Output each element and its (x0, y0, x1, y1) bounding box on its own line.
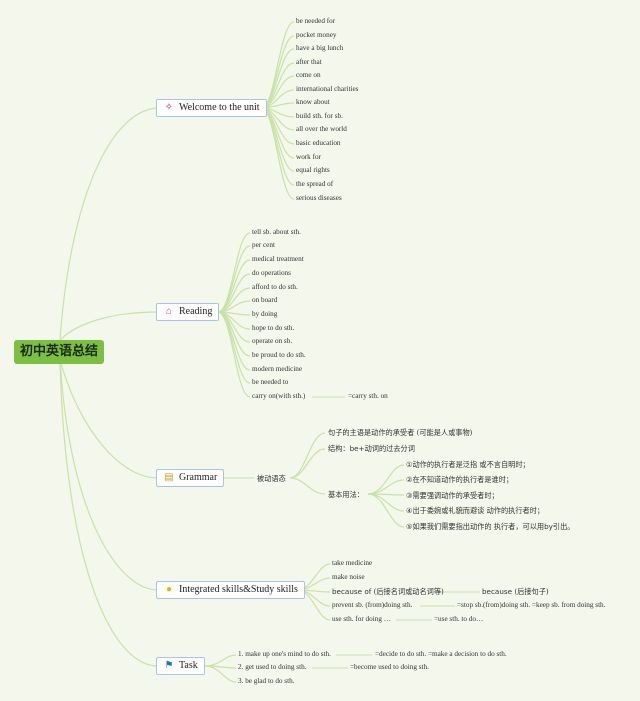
welcome-item: have a big lunch (296, 44, 344, 52)
welcome-item: work for (296, 153, 321, 161)
integrated-item: prevent sb. (from)doing sth. (332, 601, 413, 609)
integrated-item: use sth. for doing … (332, 615, 391, 623)
reading-item: operate on sb. (252, 337, 293, 345)
branch-reading-label: Reading (179, 306, 213, 317)
welcome-item: equal rights (296, 166, 330, 174)
branch-welcome[interactable]: ✧ Welcome to the unit (156, 99, 267, 117)
reading-item: hope to do sth. (252, 324, 295, 332)
lightbulb-icon: ● (165, 584, 173, 595)
reading-item: on board (252, 296, 278, 304)
integrated-use-note: =use sth. to do… (434, 615, 484, 623)
branch-task[interactable]: ⚑ Task (156, 657, 205, 675)
reading-item: do operations (252, 269, 291, 277)
branch-integrated[interactable]: ● Integrated skills&Study skills (156, 581, 305, 599)
flag-icon: ⚑ (164, 660, 174, 671)
grammar-usage-item: ④出于委婉或礼貌而避谈 动作的执行者时； (406, 506, 545, 515)
branch-welcome-label: Welcome to the unit (179, 102, 260, 113)
integrated-item: because of (后接名词或动名词等) (332, 587, 444, 596)
welcome-item: pocket money (296, 31, 337, 39)
grammar-usage-item: ②在不知道动作的执行者是谁时； (406, 475, 514, 484)
welcome-item: build sth. for sb. (296, 112, 343, 120)
reading-item: medical treatment (252, 255, 304, 263)
welcome-item: know about (296, 98, 330, 106)
reading-item: per cent (252, 241, 275, 249)
scroll-icon: ▤ (164, 472, 174, 483)
welcome-item: come on (296, 71, 321, 79)
reading-item: carry on(with sth.) (252, 392, 306, 400)
welcome-item: serious diseases (296, 194, 342, 202)
task-used-note: =become used to doing sth. (350, 663, 429, 671)
welcome-item: basic education (296, 139, 341, 147)
grammar-item: 结构：be+动词的过去分词 (328, 444, 415, 453)
grammar-usage-item: ⑤如果我们需要指出动作的 执行者，可以用by引出。 (406, 522, 575, 531)
reading-item: tell sb. about sth. (252, 228, 301, 236)
branch-task-label: Task (179, 660, 198, 671)
welcome-item: international charities (296, 85, 359, 93)
welcome-item: after that (296, 58, 322, 66)
house-icon: ⌂ (165, 306, 172, 317)
reading-item: be proud to do sth. (252, 351, 306, 359)
welcome-item: be needed for (296, 17, 336, 25)
grammar-usage-item: ③需要强调动作的承受者时； (406, 491, 499, 500)
task-item: 1. make up one's mind to do sth. (238, 650, 331, 658)
integrated-item: make noise (332, 573, 365, 581)
magic-wand-icon: ✧ (164, 102, 174, 113)
task-item: 2. get used to doing sth. (238, 663, 307, 671)
reading-item: afford to do sth. (252, 283, 298, 291)
reading-item: be needed to (252, 378, 289, 386)
welcome-item: the spread of (296, 180, 334, 188)
welcome-item: all over the world (296, 125, 347, 133)
integrated-item: take medicine (332, 559, 373, 567)
reading-item: modern medicine (252, 365, 303, 373)
integrated-because-note: because (后接句子) (482, 587, 549, 596)
task-mind-note: =decide to do sth. =make a decision to d… (375, 650, 507, 658)
grammar-passive-voice: 被动语态 (257, 474, 286, 483)
grammar-usage-item: ①动作的执行者是泛指 或不言自明时； (406, 460, 530, 469)
reading-carry-on-note: =carry sth. on (348, 392, 388, 400)
integrated-prevent-note: =stop sb.(from)doing sth. =keep sb. from… (457, 601, 606, 609)
branch-reading[interactable]: ⌂ Reading (156, 303, 220, 321)
grammar-item: 句子的主语是动作的承受者 (可能是人或事物) (328, 428, 473, 437)
reading-item: by doing (252, 310, 278, 318)
task-item: 3. be glad to do sth. (238, 677, 295, 685)
branch-grammar[interactable]: ▤ Grammar (156, 469, 225, 487)
branch-integrated-label: Integrated skills&Study skills (179, 584, 298, 595)
grammar-usage-label: 基本用法： (328, 490, 364, 499)
branch-grammar-label: Grammar (179, 472, 218, 483)
root-topic[interactable]: 初中英语总结 (14, 340, 104, 364)
